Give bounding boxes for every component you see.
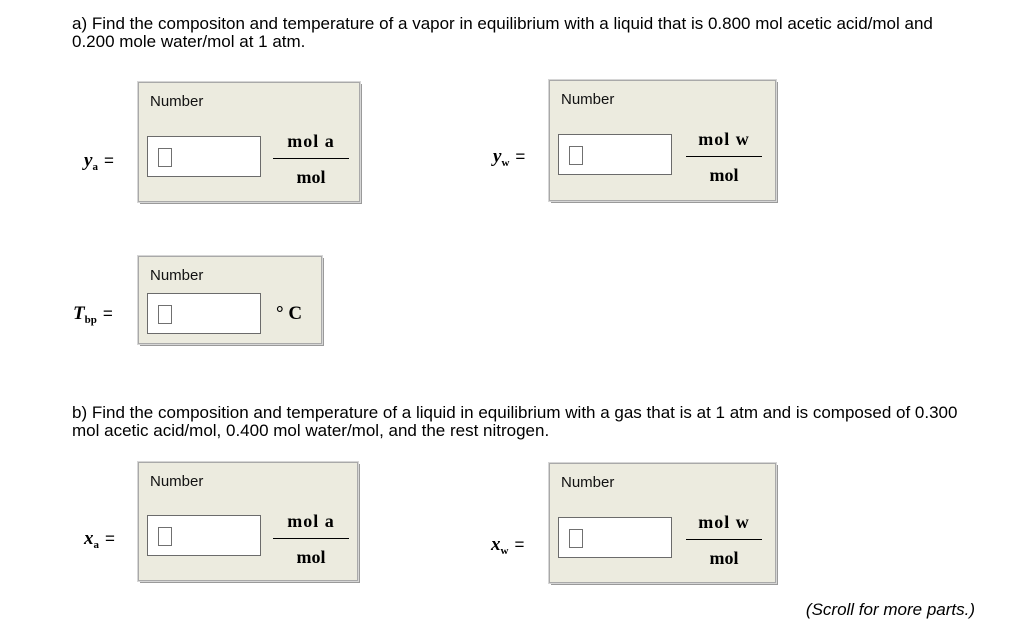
yw-input-cursor — [569, 146, 583, 165]
tbp-unit: ° C — [276, 303, 303, 324]
yw-unit: mol w mol — [686, 129, 762, 186]
xa-input[interactable] — [147, 515, 261, 556]
ya-unit-numerator: mol a — [273, 131, 349, 159]
xw-label: xw = — [491, 534, 524, 557]
yw-answer-panel: Number mol w mol — [549, 80, 776, 201]
scroll-note: (Scroll for more parts.) — [805, 600, 975, 619]
xa-input-cursor — [158, 527, 172, 546]
tbp-symbol: T — [73, 303, 85, 324]
ya-answer-panel: Number mol a mol — [138, 82, 360, 202]
xa-subscript: a — [93, 539, 100, 551]
yw-equals: = — [515, 147, 526, 166]
ya-label: ya = — [84, 150, 114, 173]
xw-subscript: w — [500, 545, 509, 557]
yw-panel-header: Number — [561, 91, 615, 108]
yw-symbol: y — [493, 146, 502, 167]
ya-subscript: a — [92, 161, 98, 173]
xa-unit-denominator: mol — [296, 547, 326, 567]
ya-equals: = — [103, 151, 114, 170]
ya-input[interactable] — [147, 136, 261, 177]
ya-unit: mol a mol — [273, 131, 349, 188]
xa-unit: mol a mol — [273, 511, 349, 568]
tbp-answer-panel: Number ° C — [138, 256, 322, 344]
xw-panel-header: Number — [561, 474, 615, 491]
xw-unit-numerator: mol w — [686, 512, 762, 540]
tbp-input[interactable] — [147, 293, 261, 334]
ya-input-cursor — [158, 148, 172, 167]
tbp-equals: = — [102, 304, 113, 323]
xw-unit-denominator: mol — [709, 548, 739, 568]
xa-answer-panel: Number mol a mol — [138, 462, 358, 581]
tbp-panel-header: Number — [150, 267, 204, 284]
xw-equals: = — [514, 535, 525, 554]
ya-panel-header: Number — [150, 93, 204, 110]
question-part-b: b) Find the composition and temperature … — [72, 403, 958, 440]
xa-label: xa = — [84, 528, 115, 551]
xw-answer-panel: Number mol w mol — [549, 463, 776, 583]
question-part-a: a) Find the compositon and temperature o… — [72, 14, 933, 51]
yw-unit-numerator: mol w — [686, 129, 762, 157]
tbp-label: Tbp = — [73, 303, 113, 326]
yw-subscript: w — [501, 157, 510, 169]
yw-input[interactable] — [558, 134, 672, 175]
xa-unit-numerator: mol a — [273, 511, 349, 539]
tbp-input-cursor — [158, 305, 172, 324]
xa-equals: = — [105, 529, 115, 548]
ya-unit-denominator: mol — [296, 167, 326, 187]
yw-label: yw = — [493, 146, 525, 169]
tbp-subscript: bp — [84, 314, 97, 326]
xw-input[interactable] — [558, 517, 672, 558]
ya-symbol: y — [84, 150, 93, 171]
xw-symbol: x — [491, 534, 501, 555]
xa-panel-header: Number — [150, 473, 204, 490]
yw-unit-denominator: mol — [709, 165, 739, 185]
xw-unit: mol w mol — [686, 512, 762, 569]
xa-symbol: x — [84, 528, 94, 549]
xw-input-cursor — [569, 529, 583, 548]
